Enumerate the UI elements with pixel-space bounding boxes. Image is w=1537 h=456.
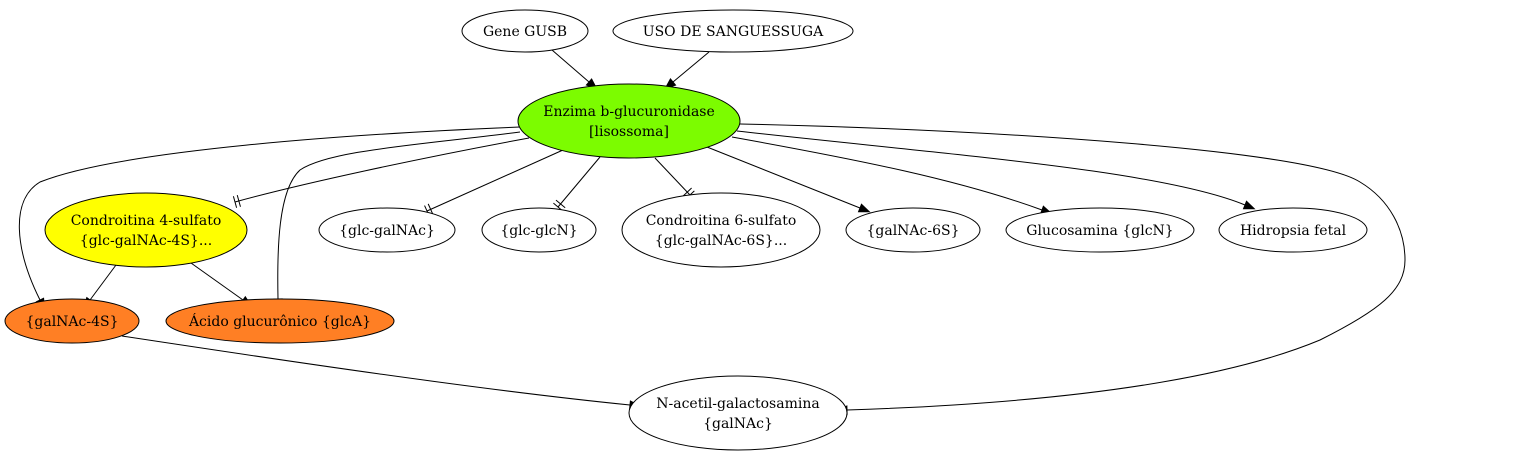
- inhibition-bar: [427, 203, 434, 216]
- edge-line: [557, 156, 601, 208]
- node-shape: [845, 207, 981, 253]
- edge-line: [551, 49, 590, 83]
- edge-line: [706, 146, 861, 209]
- inhibition-bar: [555, 199, 566, 209]
- edge-enzyme-to-hidropsia: [736, 130, 1256, 210]
- node-shape: [1218, 207, 1368, 253]
- edge-line: [277, 131, 521, 300]
- edge-line: [121, 335, 631, 406]
- edge-enzyme-to-nacetil: [739, 123, 1406, 415]
- node-galnac4s: {galNAc-4S}: [4, 298, 140, 344]
- node-glcglcn: {glc-glcN}: [481, 207, 597, 253]
- node-galnac6s: {galNAc-6S}: [845, 207, 981, 253]
- node-shape: [318, 207, 456, 253]
- edge-line: [18, 126, 521, 301]
- inhibition-bar: [236, 195, 241, 207]
- node-hidropsia: Hidropsia fetal: [1218, 207, 1368, 253]
- node-enzyme: Enzima b-glucuronidase [lisossoma]: [517, 83, 741, 159]
- node-shape: [461, 9, 589, 53]
- nodes-layer: Gene GUSB USO DE SANGUESSUGA Enzima b-gluc…: [4, 9, 1368, 451]
- edge-sanguessuga-to-enzyme: [664, 51, 710, 90]
- node-label: {galNAc-4S}: [25, 314, 118, 330]
- edge-condroitina4-to-acido: [190, 262, 253, 307]
- edge-line: [234, 137, 530, 203]
- node-condroitina6: Condroitina 6-sulfato {glc-galNAc-6S}...: [621, 192, 821, 268]
- node-glucosamina: Glucosamina {glcN}: [1005, 207, 1195, 253]
- node-shape: [165, 298, 395, 344]
- node-label: Ácido glucurônico {glcA}: [188, 312, 371, 330]
- node-acido: Ácido glucurônico {glcA}: [165, 298, 395, 344]
- node-shape: [1005, 207, 1195, 253]
- node-condroitina4: Condroitina 4-sulfato {glc-galNAc-4S}...: [44, 192, 248, 268]
- node-shape: [44, 192, 248, 268]
- edge-line: [89, 264, 117, 301]
- node-label: Enzima b-glucuronidase: [543, 104, 715, 120]
- edge-line: [739, 123, 1406, 411]
- arrowhead: [1242, 200, 1256, 210]
- edge-line: [190, 262, 244, 301]
- node-label: Condroitina 6-sulfato: [646, 213, 797, 229]
- edge-galnac4s-to-nacetil: [121, 335, 642, 410]
- edge-gene-to-enzyme: [551, 49, 598, 90]
- node-gene: Gene GUSB: [461, 9, 589, 53]
- node-nacetil: N-acetil-galactosamina {galNAc}: [628, 375, 848, 451]
- node-label: Glucosamina {glcN}: [1026, 223, 1173, 239]
- node-label: N-acetil-galactosamina: [656, 396, 819, 412]
- node-sanguessuga: USO DE SANGUESSUGA: [612, 9, 854, 53]
- inhibition-bar: [682, 187, 692, 197]
- edge-enzyme-to-condroitina6: [654, 157, 695, 200]
- node-shape: [628, 375, 848, 451]
- node-shape: [4, 298, 140, 344]
- node-shape: [481, 207, 597, 253]
- node-label: Gene GUSB: [483, 24, 567, 40]
- node-shape: [621, 192, 821, 268]
- edge-line: [426, 149, 564, 212]
- node-label: Condroitina 4-sulfato: [71, 213, 222, 229]
- node-label: {galNAc}: [703, 416, 773, 432]
- node-label: {glc-galNAc-6S}...: [655, 233, 787, 249]
- edge-enzyme-to-galnac6s: [706, 146, 871, 213]
- edge-line: [672, 51, 710, 83]
- edge-enzyme-to-condroitina4: [232, 137, 530, 208]
- node-label: {glc-galNAc}: [339, 223, 435, 239]
- edge-line: [654, 157, 691, 196]
- node-label: {glc-glcN}: [500, 223, 577, 239]
- node-glcgalnac: {glc-galNAc}: [318, 207, 456, 253]
- node-label: Hidropsia fetal: [1240, 223, 1347, 239]
- edge-enzyme-to-glcglcn: [553, 156, 601, 212]
- edge-enzyme-to-glcgalnac: [424, 149, 564, 217]
- arrowhead: [857, 203, 871, 213]
- node-label: {glc-galNAc-4S}...: [80, 233, 212, 249]
- node-shape: [517, 83, 741, 159]
- edge-line: [736, 130, 1246, 206]
- node-label: USO DE SANGUESSUGA: [643, 24, 824, 40]
- edge-line: [731, 136, 1043, 211]
- node-label: {galNAc-6S}: [866, 223, 959, 239]
- node-shape: [612, 9, 854, 53]
- inhibition-bar: [232, 196, 238, 208]
- node-label: [lisossoma]: [589, 124, 669, 140]
